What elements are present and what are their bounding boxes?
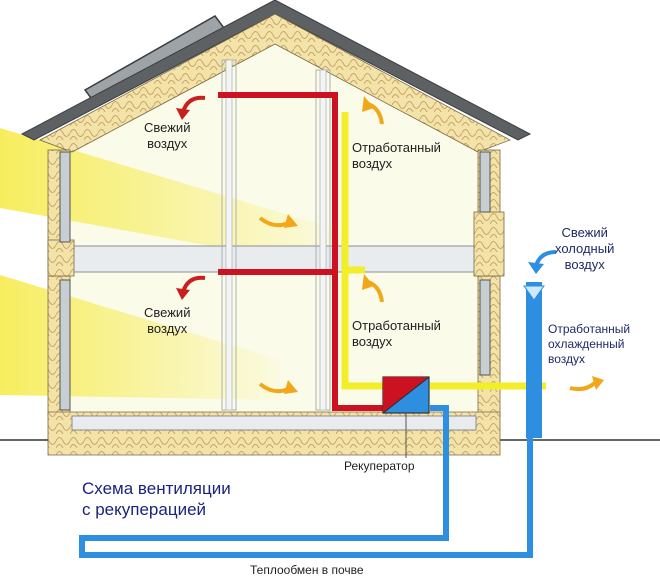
middle-floor-insul-right (473, 211, 505, 277)
intake-cap (523, 285, 545, 301)
outlet-arrow (569, 380, 598, 392)
intake-pipe (526, 282, 542, 438)
middle-floor (47, 245, 501, 273)
ground-floor-slab (71, 415, 477, 431)
recuperator-unit (382, 376, 430, 414)
label-ground-heat-exchange: Теплообмен в почве (250, 563, 364, 577)
fresh-duct (218, 92, 386, 411)
middle-floor-insul-left (47, 239, 75, 277)
label-recuperator: Рекуператор (344, 459, 415, 473)
cold-duct (79, 288, 533, 558)
roof (20, 0, 532, 141)
sun-beam-upper (0, 128, 345, 270)
